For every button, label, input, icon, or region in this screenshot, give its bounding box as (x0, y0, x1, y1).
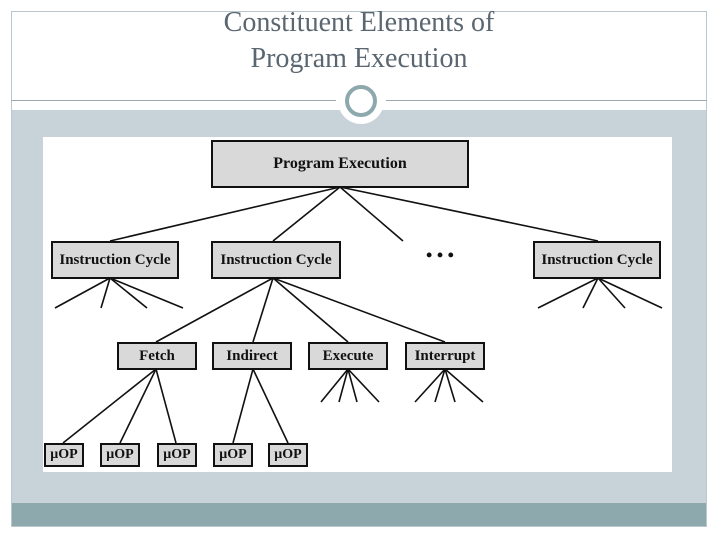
execute-node: Execute (308, 342, 388, 370)
micro-op-node-5: μOP (268, 443, 308, 467)
title-line-2: Program Execution (250, 43, 468, 74)
micro-op-node-1: μOP (44, 443, 84, 467)
instruction-cycle-node-1: Instruction Cycle (51, 241, 179, 279)
micro-op-node-2: μOP (100, 443, 140, 467)
instruction-cycle-node-2: Instruction Cycle (211, 241, 341, 279)
indirect-node: Indirect (212, 342, 292, 370)
interrupt-node: Interrupt (405, 342, 485, 370)
slide-title: Constituent Elements of Program Executio… (11, 5, 707, 77)
program-execution-node: Program Execution (211, 140, 469, 188)
fetch-node: Fetch (117, 342, 197, 370)
micro-op-node-4: μOP (213, 443, 253, 467)
hierarchy-diagram: Program Execution Instruction Cycle Inst… (43, 137, 672, 472)
circle-icon (345, 85, 377, 117)
title-divider-left (11, 100, 336, 101)
title-divider-right (386, 100, 707, 101)
micro-op-node-3: μOP (157, 443, 197, 467)
title-line-1: Constituent Elements of (223, 7, 495, 38)
ellipsis-label: • • • (426, 245, 454, 265)
instruction-cycle-node-3: Instruction Cycle (533, 241, 661, 279)
footer-band (12, 503, 706, 526)
connector-lines (54, 186, 663, 444)
slide-frame (11, 11, 707, 527)
